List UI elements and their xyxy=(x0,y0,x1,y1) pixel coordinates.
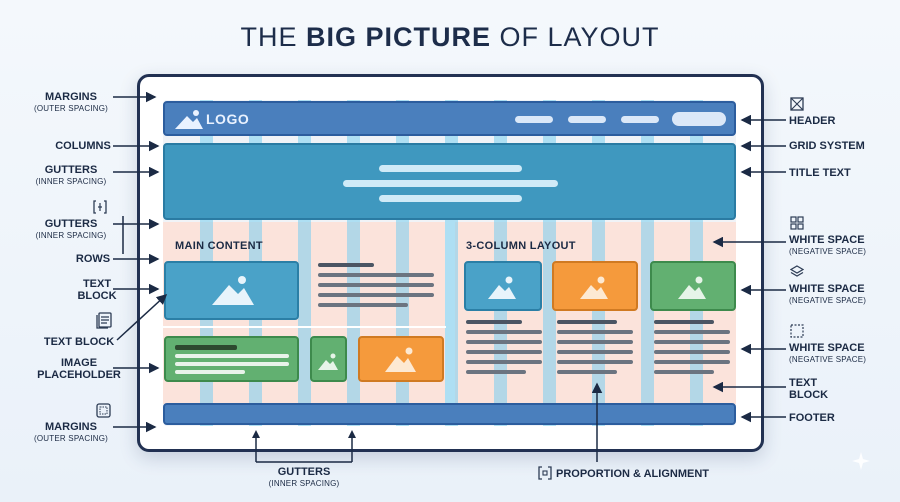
text-line xyxy=(175,345,237,350)
small-image-card xyxy=(310,336,347,382)
footer-label: FOOTER xyxy=(789,412,835,424)
three-column-label: 3-COLUMN LAYOUT xyxy=(466,240,576,252)
text-block-label: TEXT BLOCK xyxy=(43,336,115,348)
nav-item xyxy=(515,116,553,123)
document-lines-icon xyxy=(96,312,112,329)
text-line xyxy=(318,283,434,287)
text-line xyxy=(466,360,542,364)
white-space-label: WHITE SPACE(NEGATIVE SPACE) xyxy=(789,342,867,364)
green-text-card xyxy=(164,336,299,382)
image-x-icon xyxy=(790,97,804,111)
text-line xyxy=(466,330,542,334)
column-image-card xyxy=(464,261,542,311)
sparkle-icon xyxy=(852,452,870,470)
nav-button xyxy=(672,112,726,126)
gutters-bottom-label: GUTTERS(INNER SPACING) xyxy=(268,466,340,488)
logo-text: LOGO xyxy=(206,111,250,127)
nav-item xyxy=(621,116,659,123)
text-line xyxy=(466,370,526,374)
main-content-label: MAIN CONTENT xyxy=(175,240,263,252)
title-text-line xyxy=(379,165,522,172)
title-text-line xyxy=(343,180,558,187)
row-divider xyxy=(163,326,446,328)
text-line xyxy=(175,362,289,366)
text-block-label: BLOCK xyxy=(789,389,829,401)
white-space-label: WHITE SPACE(NEGATIVE SPACE) xyxy=(789,234,867,256)
footer-bar xyxy=(163,403,736,425)
text-line xyxy=(318,303,408,307)
gutters-label: GUTTERS(INNER SPACING) xyxy=(35,164,107,186)
text-line xyxy=(557,350,633,354)
proportion-alignment-label: PROPORTION & ALIGNMENT xyxy=(556,468,709,480)
text-line xyxy=(175,370,245,374)
white-space-label: WHITE SPACE(NEGATIVE SPACE) xyxy=(789,283,867,305)
layers-icon xyxy=(790,265,804,277)
title-text-label: TITLE TEXT xyxy=(789,167,851,179)
bracket-arrows-icon xyxy=(93,200,107,214)
text-line xyxy=(466,320,522,324)
text-line xyxy=(654,320,714,324)
text-line xyxy=(557,360,633,364)
margins-label: MARGINS(OUTER SPACING) xyxy=(34,421,108,443)
frame-square-icon xyxy=(96,403,111,418)
text-line xyxy=(318,273,434,277)
text-line xyxy=(466,350,542,354)
text-line xyxy=(318,293,434,297)
dashed-square-icon xyxy=(790,324,804,338)
grid-system-label: GRID SYSTEM xyxy=(789,140,865,152)
header-bar xyxy=(163,101,736,136)
text-line xyxy=(318,263,374,267)
rows-label: ROWS xyxy=(75,253,111,265)
image-placeholder-label: IMAGE xyxy=(60,357,98,369)
text-line xyxy=(654,350,730,354)
text-line xyxy=(654,340,730,344)
text-line xyxy=(557,340,633,344)
column-image-card xyxy=(650,261,736,311)
columns-label: COLUMNS xyxy=(55,140,111,152)
bracket-square-icon xyxy=(538,466,552,480)
text-block-label: TEXT xyxy=(789,377,818,389)
title-text-line xyxy=(379,195,522,202)
text-block-label: BLOCK xyxy=(77,290,117,302)
image-placeholder-label: PLACEHOLDER xyxy=(37,369,121,381)
text-line xyxy=(557,320,617,324)
header-label: HEADER xyxy=(789,115,836,127)
text-line xyxy=(654,360,730,364)
column-image-card xyxy=(552,261,638,311)
grid-squares-icon xyxy=(790,216,804,230)
nav-item xyxy=(568,116,606,123)
gutters-label: GUTTERS(INNER SPACING) xyxy=(35,218,107,240)
text-line xyxy=(466,340,542,344)
text-block-label: TEXT xyxy=(82,278,112,290)
text-line xyxy=(557,370,617,374)
text-line xyxy=(557,330,633,334)
page-title: THE BIG PICTURE OF LAYOUT xyxy=(240,22,660,52)
text-line xyxy=(654,330,730,334)
margins-label: MARGINS(OUTER SPACING) xyxy=(34,91,108,113)
main-image-card xyxy=(164,261,299,320)
text-line xyxy=(175,354,289,358)
text-line xyxy=(654,370,714,374)
orange-image-card xyxy=(358,336,444,382)
